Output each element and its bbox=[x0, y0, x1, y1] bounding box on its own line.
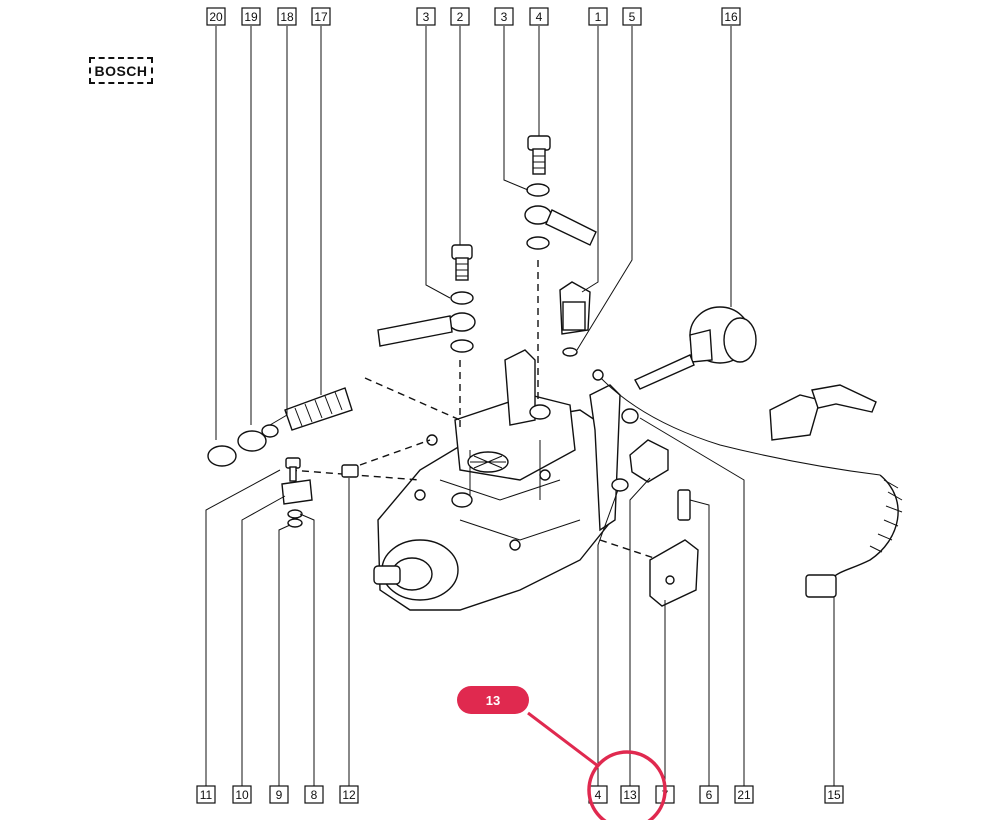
callout-12[interactable]: 12 bbox=[339, 785, 359, 804]
callout-label: 4 bbox=[595, 788, 602, 802]
callout-box bbox=[494, 7, 514, 26]
callout-11[interactable]: 11 bbox=[196, 785, 216, 804]
callout-label: 11 bbox=[200, 788, 213, 802]
callout-label: 8 bbox=[311, 788, 318, 802]
callout-label: 4 bbox=[536, 10, 543, 24]
callout-label: 20 bbox=[209, 10, 223, 24]
callouts-top-row: 20 19 18 17 3 2 3 4 1 5 16 bbox=[206, 7, 741, 26]
injection-pump-body bbox=[373, 349, 621, 611]
callout-label: 6 bbox=[706, 788, 713, 802]
callout-21[interactable]: 21 bbox=[734, 785, 754, 804]
banjo-bolt-left bbox=[377, 244, 476, 353]
callout-label: 2 bbox=[457, 10, 464, 24]
stop-solenoid bbox=[559, 281, 591, 357]
callout-label: 9 bbox=[276, 788, 283, 802]
callout-box bbox=[416, 7, 436, 26]
callout-20[interactable]: 20 bbox=[206, 7, 226, 26]
callout-box bbox=[269, 785, 289, 804]
relay-module bbox=[649, 489, 699, 607]
callout-3[interactable]: 3 bbox=[494, 7, 514, 26]
callout-label: 12 bbox=[342, 788, 356, 802]
highlight-annotation bbox=[527, 711, 667, 820]
callout-box bbox=[734, 785, 754, 804]
callout-box bbox=[304, 785, 324, 804]
callout-18[interactable]: 18 bbox=[277, 7, 297, 26]
callout-box bbox=[311, 7, 331, 26]
callout-label: 3 bbox=[423, 10, 430, 24]
callout-1[interactable]: 1 bbox=[588, 7, 608, 26]
callout-box bbox=[339, 785, 359, 804]
callout-label: 3 bbox=[501, 10, 508, 24]
brand-logo: BOSCH bbox=[89, 57, 153, 84]
sensor-13 bbox=[611, 439, 669, 492]
callout-15[interactable]: 15 bbox=[824, 785, 844, 804]
callout-9[interactable]: 9 bbox=[269, 785, 289, 804]
callout-19[interactable]: 19 bbox=[241, 7, 261, 26]
callout-box bbox=[241, 7, 261, 26]
callout-2[interactable]: 2 bbox=[450, 7, 470, 26]
callout-box bbox=[588, 7, 608, 26]
left-hardware bbox=[207, 387, 359, 528]
callout-box bbox=[824, 785, 844, 804]
highlight-arrow bbox=[527, 711, 599, 768]
wiring-harness bbox=[592, 369, 903, 598]
callout-box bbox=[529, 7, 549, 26]
callout-label: 21 bbox=[737, 788, 751, 802]
callout-box bbox=[450, 7, 470, 26]
banjo-bolt-right bbox=[524, 135, 597, 250]
callout-label: 17 bbox=[314, 10, 328, 24]
callout-box bbox=[622, 7, 642, 26]
callout-16[interactable]: 16 bbox=[721, 7, 741, 26]
callout-label: 5 bbox=[629, 10, 636, 24]
callout-label: 16 bbox=[724, 10, 738, 24]
highlight-ring bbox=[587, 750, 667, 820]
callout-box bbox=[620, 785, 640, 804]
callout-8[interactable]: 8 bbox=[304, 785, 324, 804]
callout-label: 1 bbox=[595, 10, 602, 24]
callout-box bbox=[699, 785, 719, 804]
callout-box bbox=[232, 785, 252, 804]
callout-label: 13 bbox=[623, 788, 637, 802]
leader-lines bbox=[205, 26, 835, 786]
advance-actuator bbox=[634, 306, 757, 390]
callout-label: 18 bbox=[280, 10, 294, 24]
callout-13[interactable]: 13 bbox=[620, 785, 640, 804]
callout-box bbox=[206, 7, 226, 26]
highlight-badge[interactable]: 13 bbox=[457, 686, 529, 714]
callout-4[interactable]: 4 bbox=[529, 7, 549, 26]
callout-3[interactable]: 3 bbox=[416, 7, 436, 26]
callout-5[interactable]: 5 bbox=[622, 7, 642, 26]
callout-label: 15 bbox=[827, 788, 841, 802]
callout-17[interactable]: 17 bbox=[311, 7, 331, 26]
callout-box bbox=[277, 7, 297, 26]
callout-label: 10 bbox=[235, 788, 249, 802]
callout-label: 19 bbox=[244, 10, 258, 24]
callout-box bbox=[721, 7, 741, 26]
callout-10[interactable]: 10 bbox=[232, 785, 252, 804]
callout-6[interactable]: 6 bbox=[699, 785, 719, 804]
callout-box bbox=[196, 785, 216, 804]
